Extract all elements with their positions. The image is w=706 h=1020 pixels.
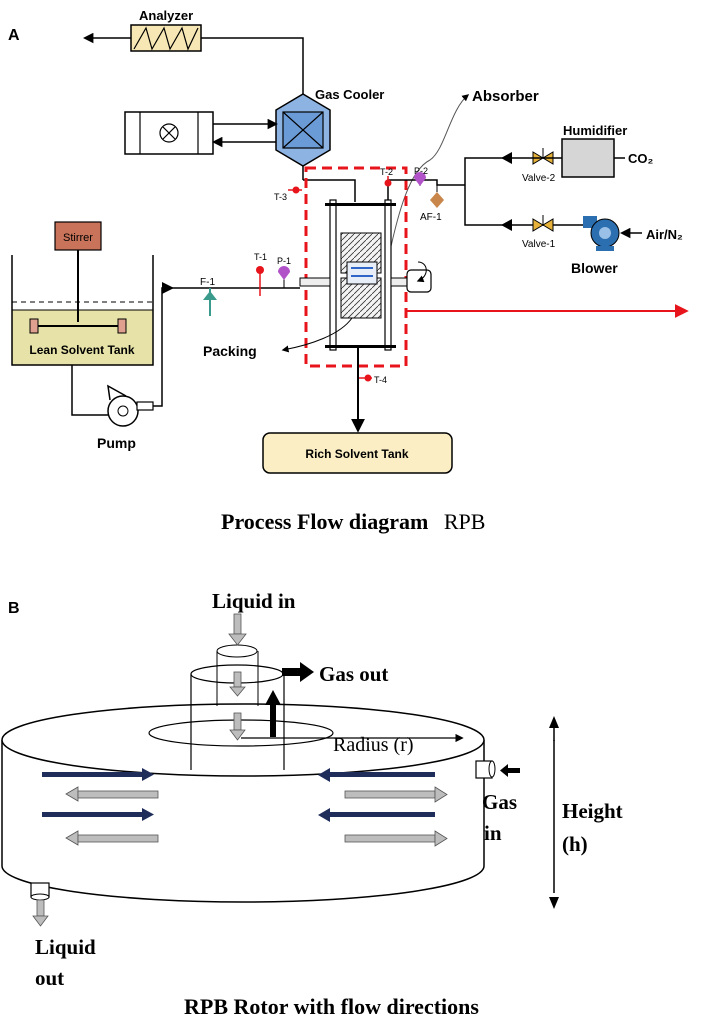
tank-to-pump-line (71, 365, 108, 416)
blower-label: Blower (571, 260, 618, 276)
height-label: Height (562, 799, 623, 823)
gas-in-arrow (500, 764, 520, 777)
pump-to-rpb-line (153, 287, 300, 407)
rpb-housing (299, 199, 432, 351)
t2-label: T-2 (380, 167, 393, 177)
co2-label: CO₂ (628, 151, 654, 166)
f1-label: F-1 (200, 277, 215, 288)
p2-label: P-2 (414, 166, 428, 176)
af1-label: AF-1 (420, 212, 442, 223)
valve2-label: Valve-2 (522, 173, 556, 184)
panel-a-letter: A (8, 27, 20, 44)
humidifier-label: Humidifier (563, 123, 627, 138)
cooler-to-analyzer-line (201, 37, 304, 95)
caption-a-bold: Process Flow diagram (221, 509, 428, 534)
rich-solvent-tank (262, 432, 453, 474)
t4-label: T-4 (374, 375, 387, 385)
absorber-label: Absorber (472, 88, 539, 105)
navy-arrow-left-bottom (318, 808, 435, 822)
stirrer (54, 221, 102, 251)
t1-label: T-1 (254, 252, 267, 262)
liquid-feed-arrow (162, 282, 174, 294)
air-n2-label: Air/N₂ (646, 227, 683, 242)
liquid-out-label-2: out (35, 966, 64, 990)
liquid-in-label: Liquid in (212, 589, 296, 613)
liquid-out-arrow (32, 899, 49, 927)
absorber-gas-out-line (303, 179, 356, 202)
navy-arrow-right-top (42, 768, 154, 781)
liquid-in-arrow (228, 613, 247, 646)
flow-arrows-left (42, 768, 159, 846)
height-symbol-label: (h) (562, 832, 588, 856)
gas-inlet-line (464, 157, 501, 226)
t3-label: T-3 (274, 192, 287, 202)
height-arrow-top (549, 716, 559, 728)
f1-flowmeter (203, 288, 217, 316)
valve2 (532, 148, 554, 165)
caption-b: RPB Rotor with flow directions (184, 994, 479, 1019)
packing-pointer (281, 317, 353, 353)
lean-tank-label: Lean Solvent Tank (29, 343, 134, 357)
chiller-unit (124, 111, 214, 155)
lean-solvent-tank (11, 250, 154, 366)
panel-b-letter: B (8, 600, 20, 617)
liquid-out-label-1: Liquid (35, 935, 96, 959)
flow-arrows-right (318, 768, 448, 847)
gas-cooler-label: Gas Cooler (315, 87, 384, 102)
gas-in-label-2: in (484, 821, 502, 845)
gray-arrow-left-top (65, 786, 159, 802)
p1-sensor (278, 266, 290, 288)
rpb-rotor-cylinder (1, 644, 496, 903)
t1-sensor (256, 266, 264, 296)
gas-out-label: Gas out (319, 662, 388, 686)
gray-arrow-right-bottom (344, 830, 448, 847)
valve1 (532, 215, 554, 232)
t3-sensor (288, 186, 302, 194)
p2-sensor (414, 172, 426, 186)
rich-tank-label: Rich Solvent Tank (305, 447, 408, 461)
analyzer-label: Analyzer (139, 8, 193, 23)
gas-cooler (275, 93, 331, 167)
radius-label: Radius (r) (333, 734, 414, 756)
inner-liquid-arrow-1 (229, 671, 246, 697)
t2-sensor (384, 176, 392, 187)
navy-arrow-right-bottom (42, 808, 154, 821)
humidifier (561, 138, 615, 178)
blower (583, 216, 620, 251)
pump-label: Pump (97, 435, 136, 451)
t4-sensor (358, 374, 372, 382)
inner-liquid-arrow-2 (229, 712, 246, 741)
gray-arrow-left-bottom (65, 830, 159, 846)
caption-a-normal: RPB (444, 509, 486, 534)
gas-out-up-arrow (265, 690, 281, 737)
valve1-label: Valve-1 (522, 239, 556, 250)
gas-out-arrow (282, 662, 314, 682)
packing-label: Packing (203, 343, 257, 359)
af1-filter (430, 185, 444, 208)
gas-in-label-1: Gas (482, 790, 517, 814)
p1-label: P-1 (277, 256, 291, 266)
navy-arrow-left-top (318, 768, 435, 782)
gray-arrow-right-top (344, 786, 448, 803)
height-arrow-bottom (549, 897, 559, 909)
absorber-boundary (304, 166, 408, 368)
stirrer-label: Stirrer (63, 232, 93, 244)
absorber-pointer (385, 94, 470, 271)
pump (107, 384, 154, 427)
gas-feed-line (387, 179, 465, 200)
analyzer (130, 24, 202, 52)
caption-a: Process Flow diagram RPB (221, 509, 485, 534)
